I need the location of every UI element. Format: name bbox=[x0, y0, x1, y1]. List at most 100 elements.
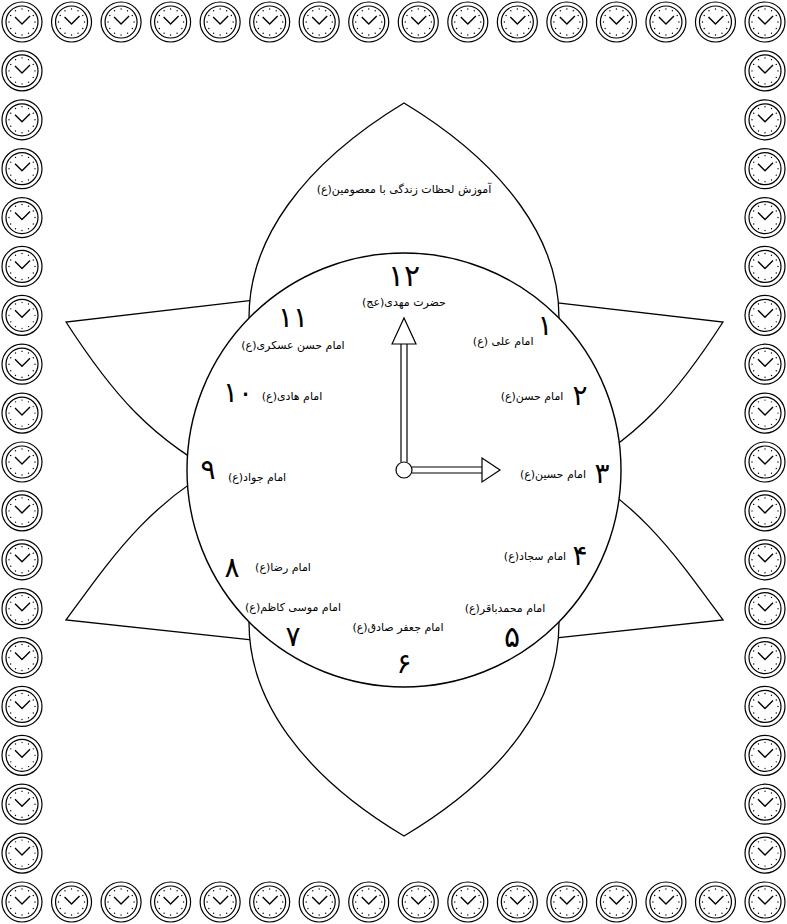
clock-tick bbox=[8, 119, 9, 120]
clock-tick bbox=[10, 161, 11, 162]
clock-tick bbox=[474, 890, 475, 891]
clock-icon bbox=[2, 686, 42, 726]
clock-face bbox=[6, 690, 38, 722]
clock-tick bbox=[10, 28, 11, 29]
clock-tick bbox=[776, 308, 777, 309]
clock-tick bbox=[758, 473, 759, 474]
clock-icon bbox=[448, 2, 488, 42]
clock-icon bbox=[646, 882, 686, 922]
clock-tick bbox=[34, 217, 35, 218]
clock-tick bbox=[34, 901, 35, 902]
clock-face bbox=[6, 642, 38, 674]
clock-tick bbox=[504, 21, 505, 22]
clock-tick bbox=[510, 33, 511, 34]
imam-name: امام رضا(ع) bbox=[255, 561, 311, 574]
clock-hands bbox=[659, 16, 674, 24]
clock-tick bbox=[21, 83, 22, 84]
clock-rim bbox=[2, 344, 42, 384]
clock-tick bbox=[15, 450, 16, 451]
clock-tick bbox=[456, 908, 457, 909]
clock-tick bbox=[764, 693, 765, 694]
clock-tick bbox=[33, 174, 34, 175]
clock-tick bbox=[510, 10, 511, 11]
clock-tick bbox=[15, 890, 16, 891]
clock-tick bbox=[28, 326, 29, 327]
clock-tick bbox=[771, 157, 772, 158]
clock-rim bbox=[745, 198, 785, 238]
clock-tick bbox=[325, 890, 326, 891]
clock-tick bbox=[764, 914, 765, 915]
clock-tick bbox=[566, 34, 567, 35]
clock-tick bbox=[566, 914, 567, 915]
imam-name: امام محمدباقر(ع) bbox=[465, 602, 546, 615]
hour-number: ۹ bbox=[200, 453, 215, 487]
clock-rim bbox=[497, 2, 537, 42]
clock-icon bbox=[745, 344, 785, 384]
clock-tick bbox=[758, 792, 759, 793]
clock-icon bbox=[745, 833, 785, 873]
clock-tick bbox=[10, 797, 11, 798]
clock-tick bbox=[8, 804, 9, 805]
clock-tick bbox=[771, 521, 772, 522]
clock-tick bbox=[269, 888, 270, 889]
clock-tick bbox=[15, 401, 16, 402]
clock-tick bbox=[34, 21, 35, 22]
clock-hands bbox=[758, 847, 773, 855]
clock-tick bbox=[21, 768, 22, 769]
clock-hands bbox=[362, 16, 377, 24]
clock-tick bbox=[456, 895, 457, 896]
clock-tick bbox=[21, 865, 22, 866]
clock-tick bbox=[629, 21, 630, 22]
clock-hands bbox=[15, 114, 30, 122]
clock-tick bbox=[84, 901, 85, 902]
clock-tick bbox=[21, 621, 22, 622]
clock-tick bbox=[8, 266, 9, 267]
clock-tick bbox=[8, 608, 9, 609]
clock-tick bbox=[8, 364, 9, 365]
clock-tick bbox=[753, 406, 754, 407]
clock-tick bbox=[21, 448, 22, 449]
clock-tick bbox=[170, 8, 171, 9]
clock-rim bbox=[52, 2, 92, 42]
clock-tick bbox=[159, 895, 160, 896]
clock-tick bbox=[120, 888, 121, 889]
clock-face bbox=[749, 690, 781, 722]
clock-tick bbox=[120, 914, 121, 915]
clock-tick bbox=[771, 646, 772, 647]
clock-tick bbox=[622, 913, 623, 914]
clock-tick bbox=[604, 895, 605, 896]
clock-tick bbox=[8, 168, 9, 169]
clock-tick bbox=[33, 308, 34, 309]
clock-rim bbox=[745, 393, 785, 433]
clock-tick bbox=[461, 10, 462, 11]
clock-face bbox=[749, 153, 781, 185]
clock-tick bbox=[133, 901, 134, 902]
clock-tick bbox=[28, 277, 29, 278]
clock-tick bbox=[10, 566, 11, 567]
clock-tick bbox=[10, 663, 11, 664]
clock-icon bbox=[448, 882, 488, 922]
clock-tick bbox=[8, 755, 9, 756]
clock-face bbox=[452, 6, 484, 38]
clock-tick bbox=[319, 888, 320, 889]
clock-rim bbox=[745, 442, 785, 482]
clock-hands bbox=[15, 407, 30, 415]
clock-rim bbox=[250, 2, 290, 42]
clock-tick bbox=[753, 895, 754, 896]
clock-icon bbox=[2, 638, 42, 678]
clock-tick bbox=[15, 473, 16, 474]
clock-icon bbox=[2, 149, 42, 189]
clock-tick bbox=[566, 8, 567, 9]
clock-tick bbox=[609, 890, 610, 891]
clock-tick bbox=[753, 210, 754, 211]
clock-tick bbox=[269, 914, 270, 915]
clock-tick bbox=[33, 650, 34, 651]
clock-tick bbox=[15, 597, 16, 598]
clock-tick bbox=[418, 914, 419, 915]
clock-tick bbox=[28, 228, 29, 229]
clock-tick bbox=[555, 15, 556, 16]
clock-tick bbox=[306, 901, 307, 902]
clock-rim bbox=[151, 882, 191, 922]
clock-tick bbox=[454, 901, 455, 902]
clock-tick bbox=[652, 901, 653, 902]
